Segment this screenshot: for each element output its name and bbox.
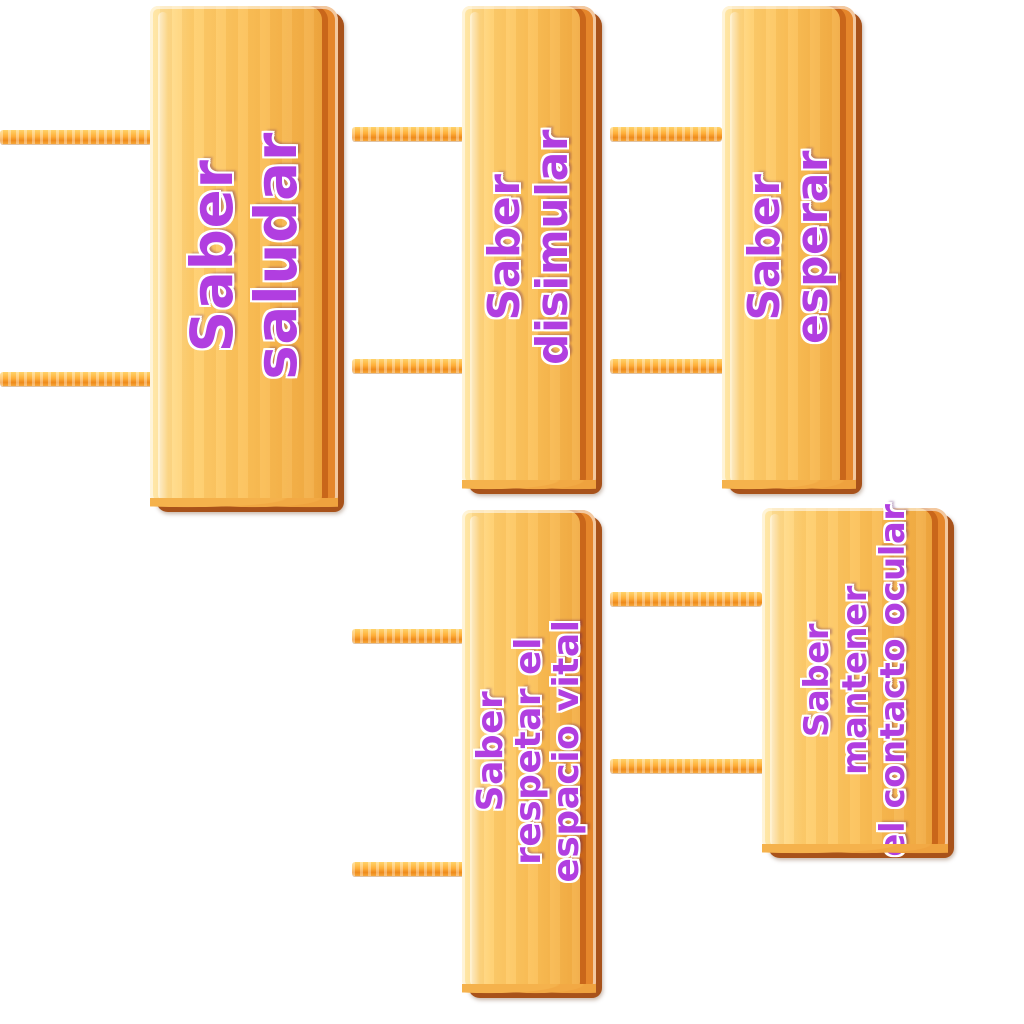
sign-label-line: Saber (479, 173, 530, 321)
sign-label: Saber respetar el espacio vital (470, 619, 587, 883)
sign-label-line: Saber (739, 173, 790, 321)
sign-saber-saludar: Saber saludar (150, 6, 338, 512)
sign-label-line: Saber (178, 159, 246, 353)
stick-respetar-top (352, 629, 464, 643)
sign-label-line: respetar el (508, 637, 549, 865)
sign-label: Saber mantener el contacto ocular (797, 503, 913, 857)
sign-label-line: saludar (242, 132, 310, 380)
stick-contacto-top (610, 592, 762, 606)
sign-saber-respetar-espacio-vital: Saber respetar el espacio vital (462, 510, 596, 998)
sign-label: Saber disimular (479, 129, 578, 365)
sign-label: Saber esperar (739, 150, 838, 344)
stick-disimular-top (352, 127, 464, 141)
sign-saber-esperar: Saber esperar (722, 6, 856, 494)
stick-esperar-top (610, 127, 722, 141)
stick-disimular-bottom (352, 359, 472, 373)
sign-label-line: mantener (835, 585, 875, 775)
stick-saludar-top (0, 130, 152, 144)
sign-label-line: espacio vital (546, 619, 587, 883)
sign-label-line: el contacto ocular (873, 503, 913, 857)
stick-esperar-bottom (610, 359, 730, 373)
sign-label-line: disimular (527, 129, 578, 365)
sign-saber-disimular: Saber disimular (462, 6, 596, 494)
sign-label-line: esperar (787, 150, 838, 344)
sign-label-line: Saber (797, 622, 837, 738)
sign-label-line: Saber (470, 690, 511, 812)
sign-saber-mantener-contacto-ocular: Saber mantener el contacto ocular (762, 503, 948, 858)
sign-label: Saber saludar (178, 132, 310, 380)
stick-contacto-bottom (610, 759, 772, 773)
stick-respetar-bottom (352, 862, 472, 876)
stick-saludar-bottom (0, 372, 165, 386)
